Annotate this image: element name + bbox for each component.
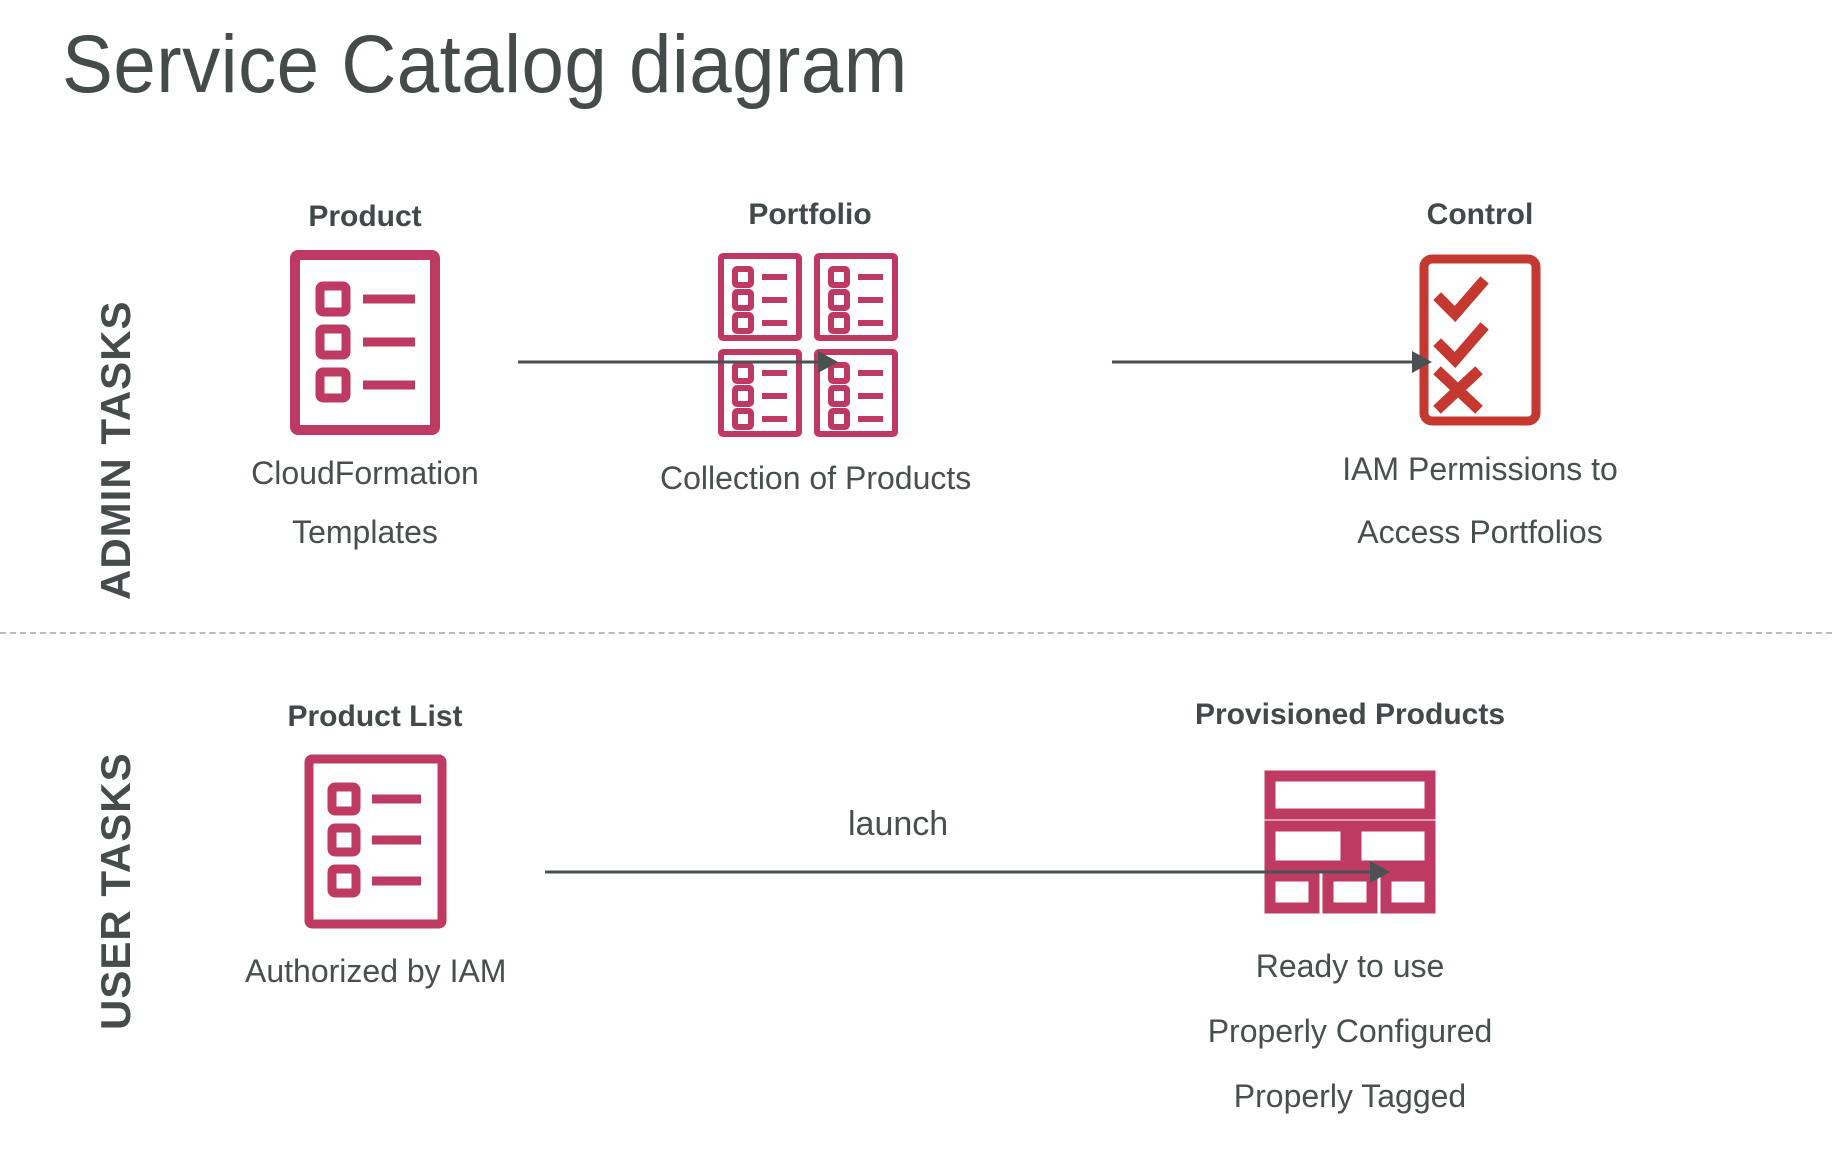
node-product-list-caption-line1: Authorized by IAM [245,953,507,989]
node-product-caption-line1: CloudFormation [251,455,479,491]
node-product[interactable]: Product CloudFormation Templates [230,200,500,553]
lane-label-admin-tasks: ADMIN TASKS [92,300,139,600]
node-portfolio[interactable]: Portfolio [660,198,972,499]
node-product-caption-line2: Templates [292,513,438,550]
node-provisioned-products-caption-line2: Properly Configured [1207,1012,1493,1049]
node-provisioned-products-title: Provisioned Products [1194,698,1506,731]
control-checklist-icon [1300,252,1660,427]
node-product-list[interactable]: Product List Authorized by IAM [245,700,507,992]
node-control-title: Control [1426,198,1534,231]
node-portfolio-caption-line1: Collection of Products [660,460,972,496]
lane-label-user-tasks: USER TASKS [92,752,139,1030]
node-provisioned-products[interactable]: Provisioned Products Ready to use Proper… [1165,698,1535,1117]
product-list-document-icon [245,754,505,929]
page-title: Service Catalog diagram [62,19,908,110]
node-control-caption-line1: IAM Permissions to [1342,451,1618,487]
node-product-title: Product [308,200,422,233]
provisioned-products-blocks-icon [1165,762,1535,922]
node-provisioned-products-caption-line3: Properly Tagged [1233,1077,1467,1114]
swimlane-divider [0,632,1832,634]
node-control[interactable]: Control IAM Permissions to Access Portfo… [1300,198,1660,553]
arrow-launch-label: launch [848,805,949,843]
node-product-list-title: Product List [287,700,463,733]
node-provisioned-products-caption-line1: Ready to use [1255,948,1445,984]
portfolio-four-products-icon [660,250,960,438]
product-list-document-icon [230,250,500,435]
arrow-launch [545,855,1390,894]
node-control-caption-line2: Access Portfolios [1357,513,1603,550]
arrow-product-to-portfolio [518,345,838,384]
node-portfolio-title: Portfolio [748,198,872,231]
arrow-portfolio-to-control [1112,345,1432,384]
